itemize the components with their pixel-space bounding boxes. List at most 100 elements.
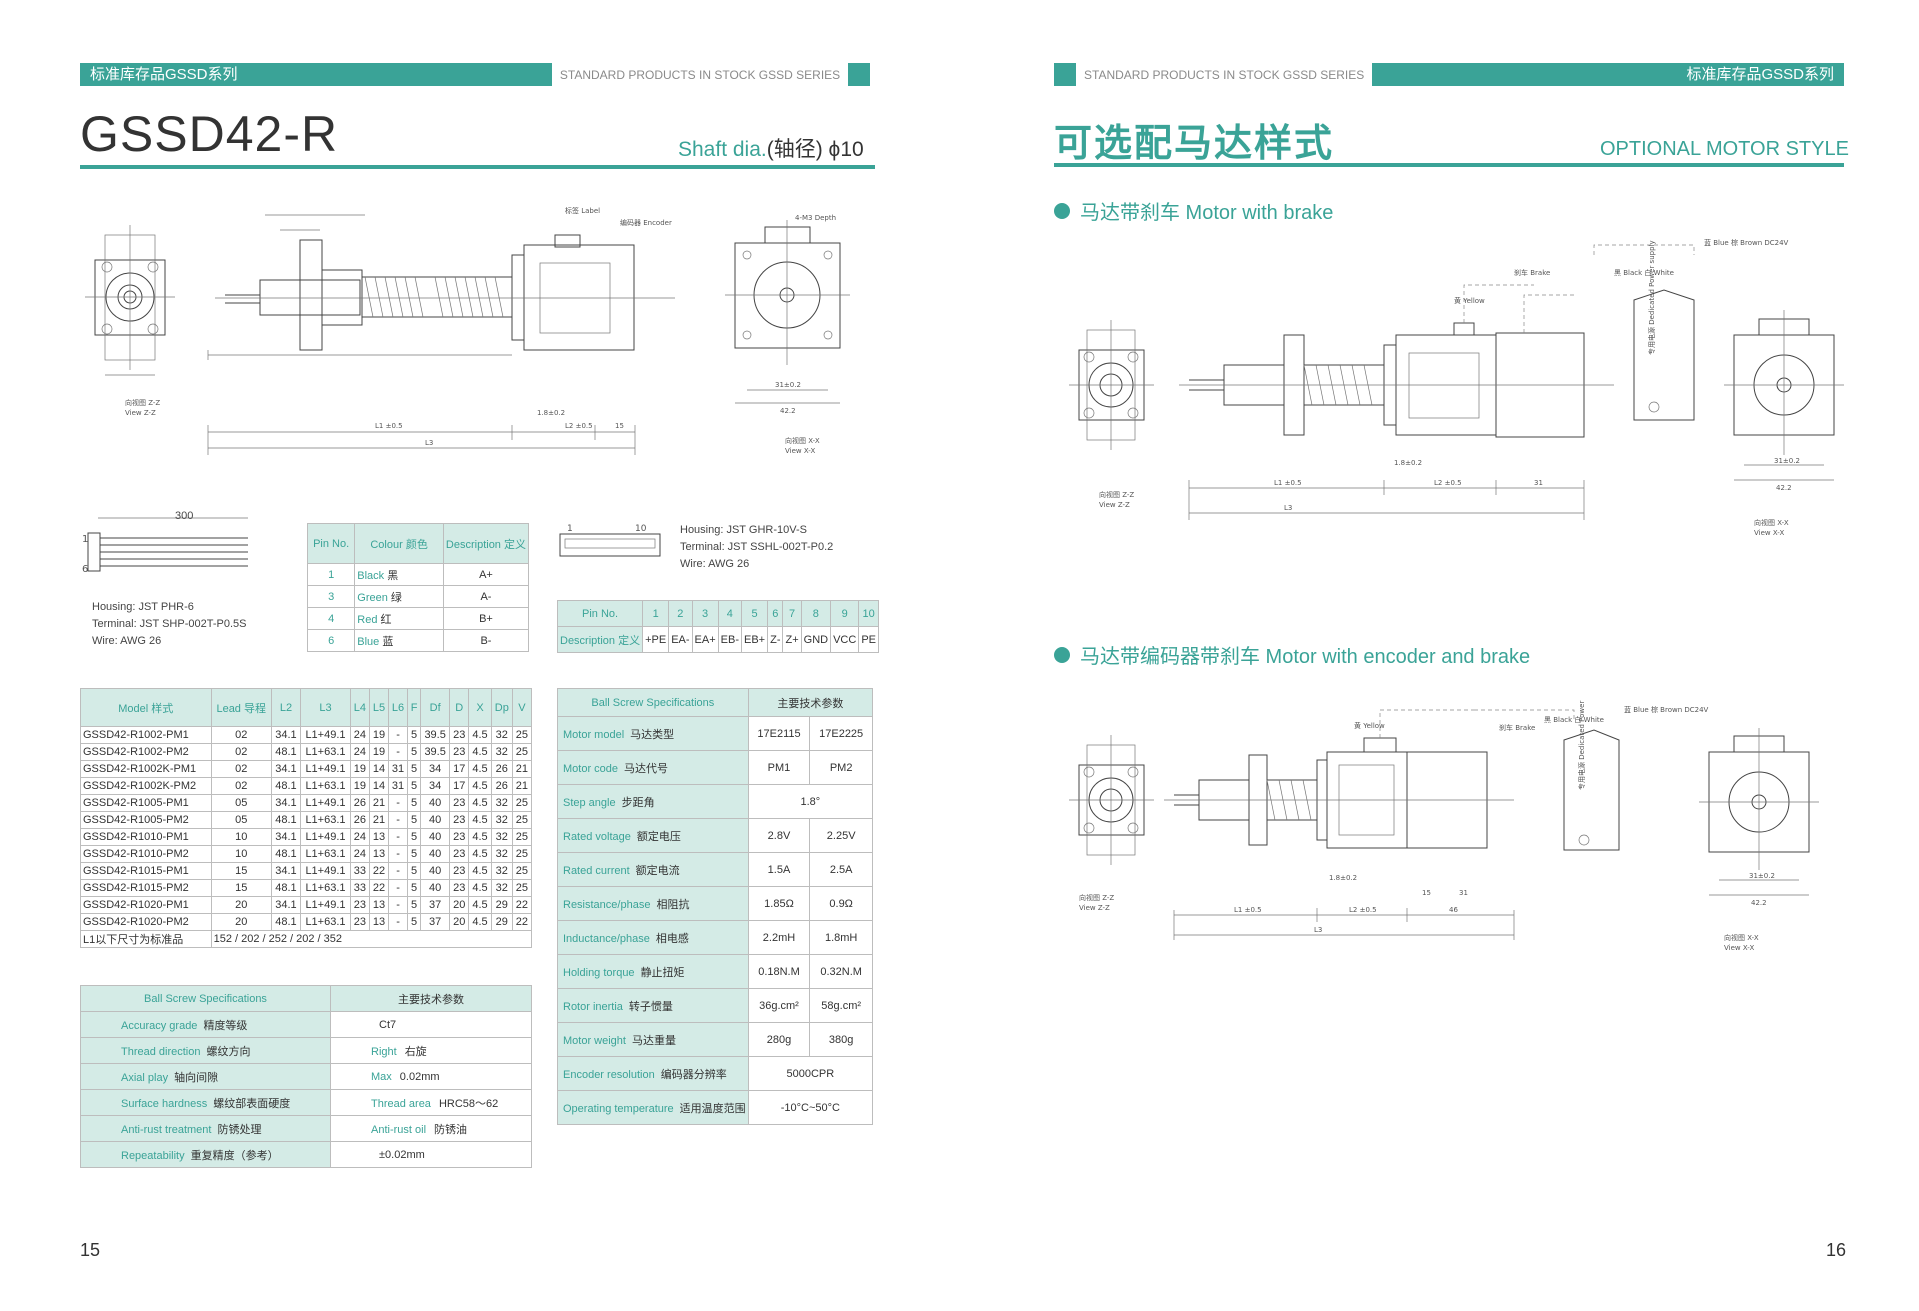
- spec-value: 2.25V: [809, 818, 873, 853]
- spec-value: 1.8°: [747, 784, 874, 819]
- desc-cell: B+: [442, 607, 530, 630]
- bs-label-cn: 防锈处理: [217, 1123, 262, 1136]
- dim-l1: L1 ±0.5: [375, 422, 403, 430]
- optional-title-en: OPTIONAL MOTOR STYLE: [1600, 138, 1849, 160]
- table-cell: 5: [407, 828, 422, 846]
- right-header-en: STANDARD PRODUCTS IN STOCK GSSD SERIES: [1084, 67, 1365, 82]
- bs-label-cn: 轴向间隙: [174, 1071, 219, 1084]
- r2-31-dim: 31: [1459, 889, 1468, 897]
- bs-value-key: Anti-rust oil: [371, 1123, 427, 1136]
- enc-pin: 9: [830, 600, 860, 627]
- spec-value: 0.9Ω: [809, 886, 873, 921]
- table-cell: 37: [420, 896, 451, 914]
- model-col-header: L2: [270, 688, 302, 727]
- table-cell: 21: [368, 794, 390, 812]
- table-cell: 23: [449, 794, 470, 812]
- colour-en: Black: [357, 569, 385, 582]
- table-cell: 4.5: [468, 828, 492, 846]
- table-cell: 25: [511, 828, 533, 846]
- enc-pin: 8: [800, 600, 832, 627]
- enc-side-view: [1164, 709, 1575, 849]
- enc-pin-label: Pin No.: [556, 600, 644, 627]
- model-col-header: Lead 导程: [210, 688, 272, 727]
- table-cell: 22: [511, 896, 533, 914]
- table-cell: 4.5: [468, 777, 492, 795]
- table-cell: 5: [407, 760, 422, 778]
- table-cell: 23: [449, 743, 470, 761]
- enc-power-box: [1563, 729, 1620, 851]
- spec-label-cn: 相电感: [655, 932, 689, 945]
- page-left: 标准库存品GSSD系列 STANDARD PRODUCTS IN STOCK G…: [0, 0, 959, 1311]
- table-cell: 4.5: [468, 726, 492, 744]
- label-tag: 标签 Label: [565, 206, 600, 215]
- table-cell: 48.1: [270, 811, 302, 829]
- table-cell: 4.5: [468, 760, 492, 778]
- front-view-zz: [85, 225, 175, 376]
- table-cell: 19: [349, 760, 370, 778]
- bs-value-text: 0.02mm: [399, 1070, 440, 1083]
- table-cell: 22: [368, 862, 390, 880]
- enc-pin: 1: [642, 600, 670, 627]
- encoder-tag: 编码器 Encoder: [620, 218, 672, 227]
- enc-desc: Z-: [767, 626, 784, 653]
- table-cell: 32: [490, 811, 513, 829]
- spec-label-cn: 额定电流: [635, 864, 680, 877]
- colour-cn: 黑: [387, 569, 399, 582]
- brake-motor-drawing: 向视图 Z-Z View Z-Z 专用电源 Dedicated Power su…: [1069, 238, 1844, 537]
- title-rule: [80, 165, 875, 169]
- table-cell: GSSD42-R1002-PM1: [80, 726, 212, 744]
- specs-header-cn: 主要技术参数: [747, 688, 874, 717]
- table-cell: 32: [490, 828, 513, 846]
- colour-cn: 绿: [390, 591, 402, 604]
- section1-label: 马达带刹车 Motor with brake: [1080, 202, 1334, 224]
- r2-bw-label: 黑 Black 白 White: [1544, 715, 1604, 724]
- table-cell: 4.5: [468, 896, 492, 914]
- table-cell: 14: [368, 760, 390, 778]
- cable2-wire: Wire: AWG 26: [680, 558, 750, 570]
- encoder-pin-table: Pin No. 1 2 3 4 5 6 7 8 9 10 Description…: [556, 600, 880, 653]
- table-cell: GSSD42-R1002-PM2: [80, 743, 212, 761]
- table-cell: 48.1: [270, 845, 302, 863]
- enc-front-view: [1069, 735, 1154, 865]
- table-cell: 25: [511, 726, 533, 744]
- spec-value: 1.85Ω: [747, 886, 811, 921]
- enc-desc: PE: [858, 626, 880, 653]
- r2-blue-brown: 蓝 Blue 棕 Brown DC24V: [1624, 705, 1709, 714]
- spec-value: 280g: [747, 1022, 811, 1057]
- product-title: GSSD42-R: [80, 106, 339, 162]
- table-cell: L1+63.1: [300, 879, 351, 897]
- table-cell: 19: [368, 743, 390, 761]
- spec-value: 1.8mH: [809, 920, 873, 955]
- table-cell: GSSD42-R1015-PM1: [80, 862, 212, 880]
- r1-view-xx-en: View X-X: [1754, 529, 1784, 537]
- enc-pin: 3: [691, 600, 719, 627]
- desc-cell: A-: [442, 585, 530, 608]
- table-cell: 4.5: [468, 879, 492, 897]
- table-cell: 40: [420, 879, 451, 897]
- table-cell: -: [388, 862, 409, 880]
- spec-label-en: Rated voltage: [563, 830, 631, 843]
- dim-15: 15: [615, 422, 624, 430]
- bullet-dot: [1054, 202, 1070, 219]
- cable1-notes: Housing: JST PHR-6 Terminal: JST SHP-002…: [92, 599, 246, 650]
- table-cell: -: [388, 794, 409, 812]
- table-cell: 23: [449, 828, 470, 846]
- table-cell: 20: [210, 896, 272, 914]
- brake-view-xx: [1724, 310, 1844, 481]
- bs-value-text: Ct7: [379, 1018, 397, 1031]
- section-motor-encoder-brake: 马达带编码器带刹车 Motor with encoder and brake: [1054, 640, 1530, 669]
